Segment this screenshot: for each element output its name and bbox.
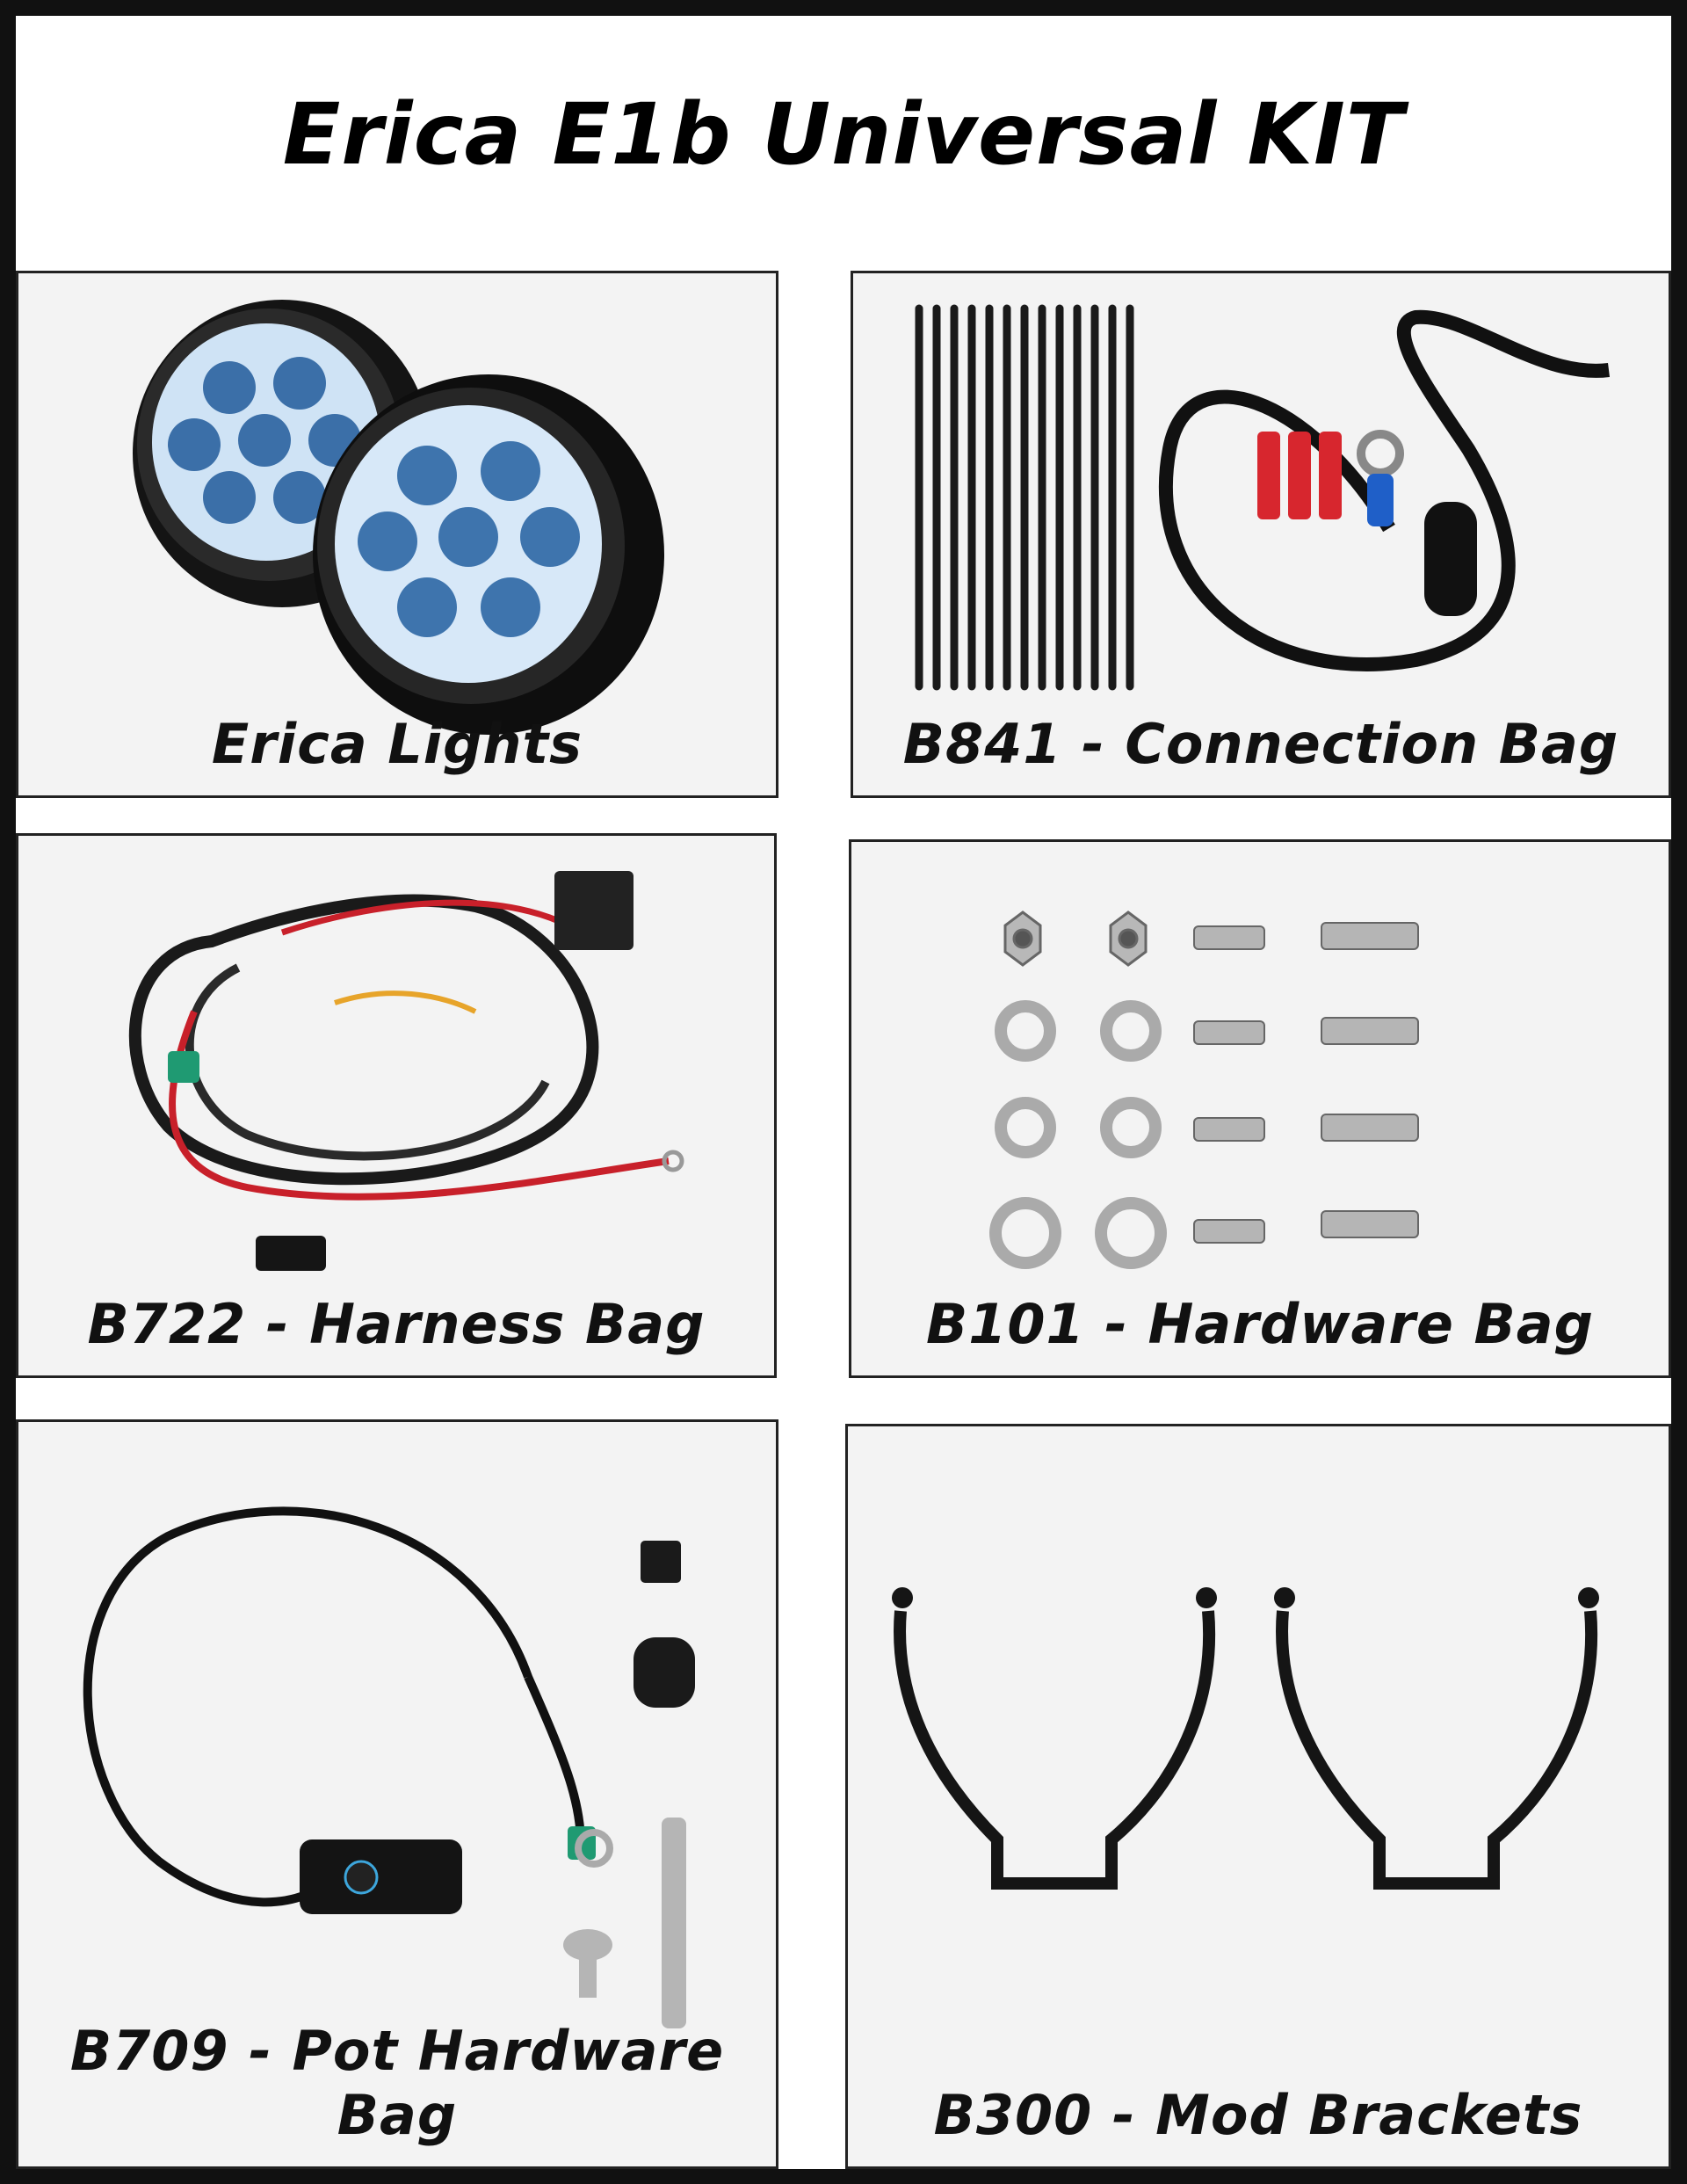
washers [989,1000,1167,1269]
pot-hardware-bag-image [83,1506,695,2028]
mod-brackets-image [892,1587,1599,1890]
nuts [1003,911,1148,967]
caption-erica-lights: Erica Lights [211,712,583,776]
caption-pot-hardware-bag: B709 - Pot Hardware Bag [69,2019,725,2147]
hardware-bag-image [989,911,1419,1269]
panel-pot-hardware-bag: B709 - Pot Hardware Bag [16,1419,778,2169]
pot-controller [300,1839,462,1914]
bracket-left [894,1610,1216,1890]
panel-hardware-bag: B101 - Hardware Bag [849,839,1671,1378]
black-harness-loop [128,894,599,1186]
caption-mod-brackets: B300 - Mod Brackets [933,2083,1583,2147]
short-bolts [1193,925,1265,1244]
caption-hardware-bag: B101 - Hardware Bag [925,1292,1595,1356]
panel-erica-lights: Erica Lights [16,271,778,798]
pot-knob [344,1860,379,1895]
spacer [641,1541,681,1583]
light-right [313,374,664,735]
panel-harness-bag: B722 - Harness Bag [16,833,777,1378]
cable-ties [915,304,1134,691]
kit-sheet: Erica E1b Universal KIT E [16,16,1671,2169]
bracket-right [1276,1610,1598,1890]
fuse-holder [256,1236,326,1271]
coiled-cable [1158,309,1610,671]
page-title: Erica E1b Universal KIT [282,85,1405,184]
long-screw [662,1818,686,2028]
butt-connectors [1257,432,1342,519]
harness-bag-image [128,871,684,1271]
green-connector [168,1051,199,1083]
panel-connection-bag: B841 - Connection Bag [851,271,1671,798]
caption-connection-bag: B841 - Connection Bag [902,712,1619,776]
switch-housing [1424,502,1477,616]
washer [575,1829,613,1868]
connection-bag-image [915,304,1610,691]
ring-terminal [1357,430,1404,526]
relay-block [554,871,634,950]
button-screw [563,1929,612,1961]
clamp [634,1637,695,1708]
panel-mod-brackets: B300 - Mod Brackets [845,1424,1671,2169]
erica-lights-image [133,300,664,735]
caption-harness-bag: B722 - Harness Bag [87,1292,706,1356]
long-bolts [1321,922,1419,1238]
red-wire [169,1010,670,1201]
